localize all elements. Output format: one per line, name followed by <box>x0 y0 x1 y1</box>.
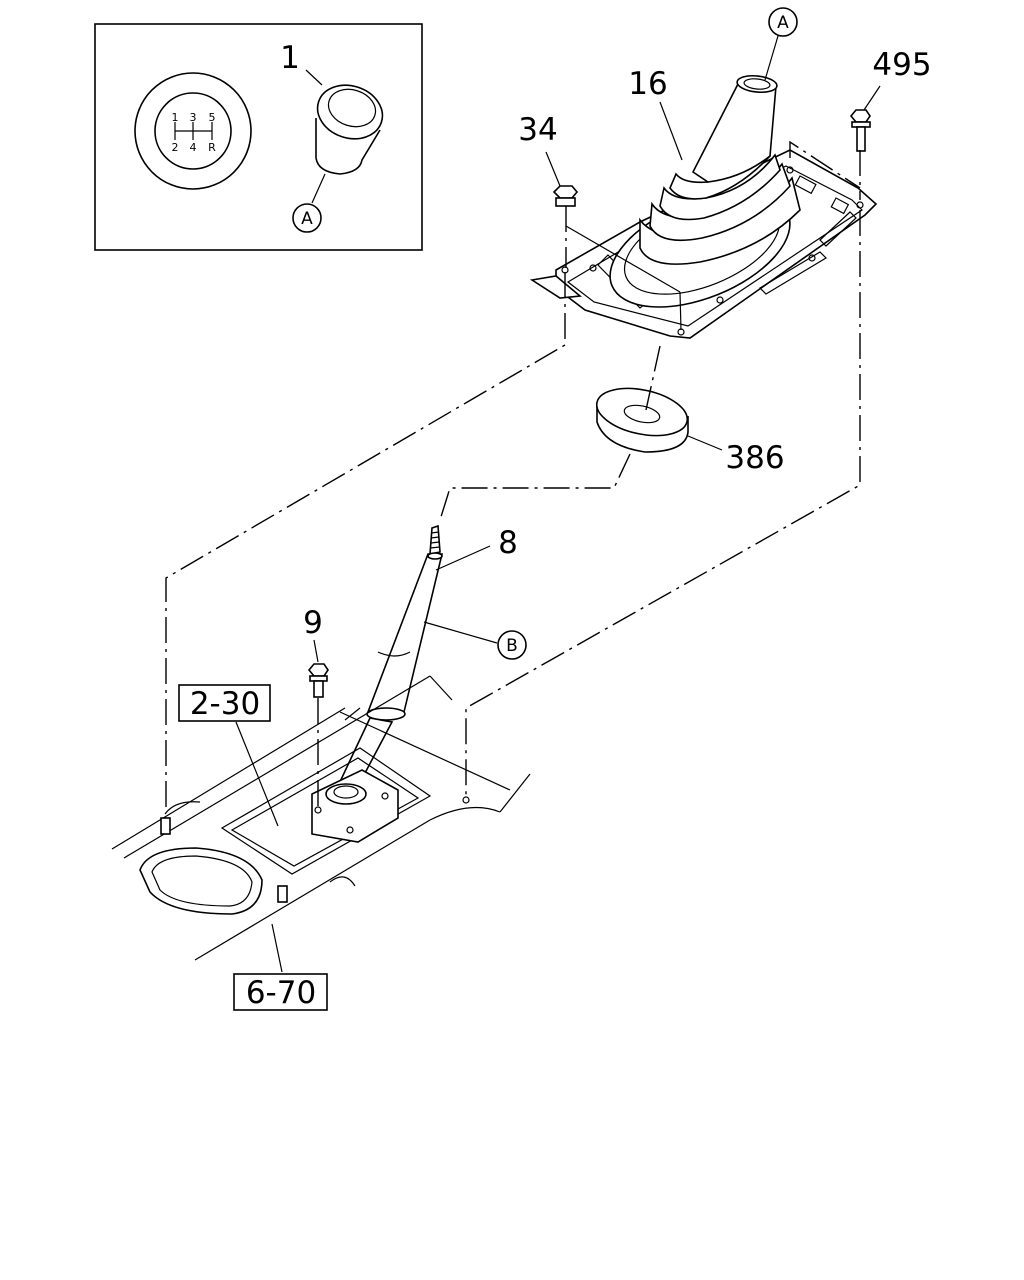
callout-8: 8 <box>498 525 518 561</box>
shift-2: 2 <box>172 141 179 154</box>
callout-16: 16 <box>628 66 667 102</box>
circle-ref-a-top-label: A <box>777 13 789 33</box>
nut-34 <box>552 185 579 207</box>
shift-r: R <box>208 141 216 154</box>
inset-frame <box>94 23 423 251</box>
bolt-9 <box>307 663 329 698</box>
bolt-495 <box>849 109 871 152</box>
shift-3: 3 <box>190 111 197 124</box>
ref-2-30-label: 2-30 <box>190 686 260 722</box>
boot-16 <box>691 83 777 183</box>
shift-4: 4 <box>190 141 197 154</box>
ref-box-6-70: 6-70 <box>233 973 328 1011</box>
circle-ref-b-label: B <box>506 636 518 656</box>
knob-top-view: 1 3 5 2 4 R <box>134 72 252 190</box>
callout-34: 34 <box>518 112 557 148</box>
shift-5: 5 <box>209 111 216 124</box>
circle-ref-a-inset <box>292 203 322 233</box>
ref-6-70-label: 6-70 <box>246 975 316 1011</box>
callout-495: 495 <box>872 47 931 83</box>
boot-plate-assembly <box>529 74 878 339</box>
seal-386 <box>595 387 689 453</box>
callout-386: 386 <box>725 440 784 476</box>
floor-tunnel <box>111 675 531 961</box>
shift-lever-8 <box>336 524 444 791</box>
ref-box-2-30: 2-30 <box>178 684 271 722</box>
circle-ref-a-inset-label: A <box>301 209 313 229</box>
knob-inset: 1 3 5 2 4 R 1 A <box>94 23 423 251</box>
assembly-lines <box>165 140 861 812</box>
knob-side-view <box>315 84 384 175</box>
callout-1: 1 <box>280 40 300 76</box>
shift-1: 1 <box>172 111 179 124</box>
callout-9: 9 <box>303 605 323 641</box>
circle-ref-b <box>497 630 527 660</box>
circle-ref-a-top <box>768 7 798 37</box>
